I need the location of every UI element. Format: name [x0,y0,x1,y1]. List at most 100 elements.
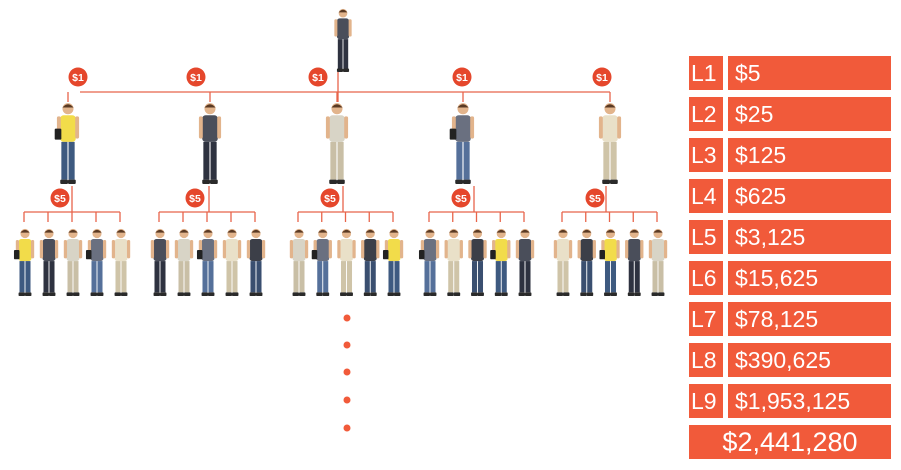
person-hair [179,229,189,233]
person-arm [640,239,644,259]
payment-badge: $1 [68,67,88,87]
person-hair [457,104,469,108]
person-arm [663,239,668,259]
person-leg [456,141,463,180]
person-torso [518,239,532,262]
person-torso [225,239,239,262]
person-leg [658,261,664,293]
person-hair [68,229,78,233]
person-torso [423,239,437,262]
person-arm [515,239,520,259]
person-leg [370,261,376,293]
person-icon [54,103,80,184]
person-torso [447,239,461,262]
person-shoe [208,292,215,296]
person-shoe [337,179,345,184]
person-arm [459,239,463,259]
person-shoe [501,292,508,296]
level-row: L1 $5 [689,56,891,90]
person-arm [261,239,266,259]
person-arm [30,239,35,259]
person-leg [250,261,256,293]
person-icon [418,228,440,296]
person-torso [387,239,401,262]
person-arm [616,239,620,259]
bag-icon [54,128,62,140]
person-icon [198,103,222,184]
person-arm [352,239,356,259]
person-torso [66,239,80,262]
person-arm [553,239,558,259]
person-torso [90,239,104,262]
person-leg [337,141,344,180]
person-icon [577,228,596,296]
person-torso [651,239,665,262]
person-leg [226,261,232,293]
person-icon [222,228,242,296]
payment-badge: $1 [452,67,472,87]
person-arm [444,239,448,259]
level-row: L2 $25 [689,97,891,131]
person-torso [18,239,32,262]
person-arm [483,239,487,259]
person-hair [341,229,352,233]
person-hair [338,9,348,13]
bag-icon [196,250,203,260]
person-icon [490,228,511,296]
person-icon [39,228,59,296]
level-amount: $625 [728,179,891,213]
person-shoe [68,179,76,184]
person-torso [60,115,76,142]
person-leg [43,261,49,293]
person-icon [449,103,475,184]
person-arm [39,239,44,259]
person-leg [19,261,25,293]
badge-circle [186,67,206,87]
person-leg [232,261,238,293]
person-arm [213,239,218,259]
person-shoe [249,292,256,296]
person-shoe [477,292,484,296]
payment-badges: $1$1$1$1$1$5$5$5$5$5 [50,67,612,208]
person-shoe [447,292,454,296]
level-row: L5 $3,125 [689,220,891,254]
person-shoe [73,292,80,296]
person-leg [346,261,353,293]
person-icon [334,8,352,72]
person-arm [174,239,179,259]
person-hair [472,229,483,233]
person-shoe [90,292,97,296]
person-arm [592,239,596,259]
person-torso [201,239,215,262]
person-shoe [340,292,347,296]
person-arm [344,116,349,139]
person-shoe [292,292,299,296]
person-leg [208,261,214,293]
person-icon [325,103,349,184]
person-leg [256,261,262,293]
person-shoe [634,292,641,296]
total-amount: $2,441,280 [689,425,891,459]
person-shoe [423,292,430,296]
person-leg [634,261,640,293]
person-arm [111,239,116,259]
level-amount: $1,953,125 [728,384,891,418]
level-amount: $5 [728,56,891,90]
person-arm [507,239,511,259]
person-shoe [66,292,73,296]
person-hair [227,229,237,233]
person-leg [495,261,501,293]
person-hair [62,104,74,108]
person-icon [444,228,463,296]
badge-circle [585,188,605,208]
person-hair [425,229,435,233]
person-shoe [343,68,350,72]
continuation-dots [343,314,351,432]
person-icon [515,228,535,296]
person-icon [337,228,356,296]
level-row: L7 $78,125 [689,302,891,336]
person-leg [628,261,634,293]
person-icon [382,228,404,296]
person-torso [556,239,570,262]
person-shoe [60,179,68,184]
